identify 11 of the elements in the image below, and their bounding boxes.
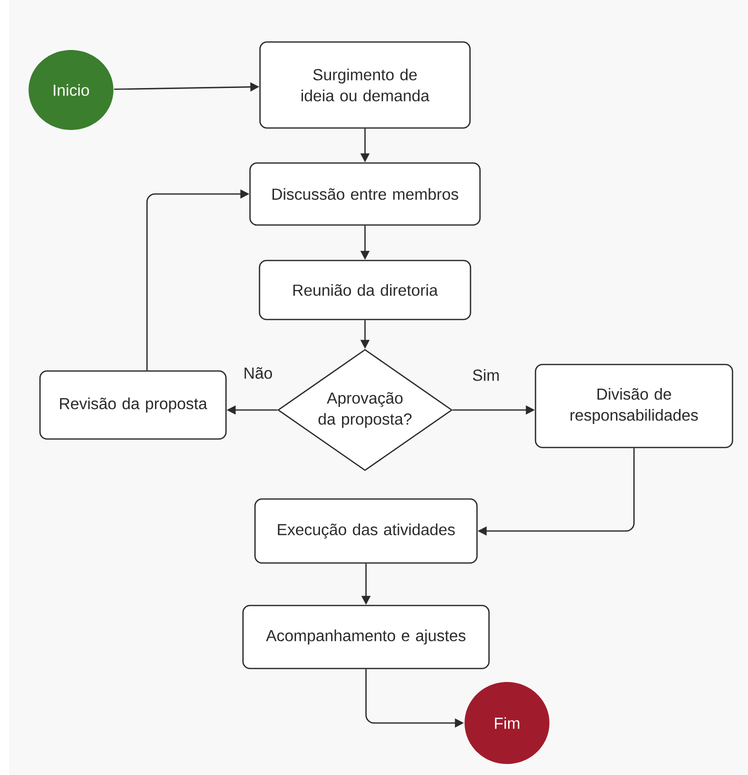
process-box: Reunião da diretoria [258,260,472,320]
process-box: Execução das atividades [254,498,478,564]
process-box: Surgimento de ideia ou demanda [259,41,471,129]
process-box: Discussão entre membros [249,162,481,226]
process-box: Acompanhamento e ajustes [242,604,490,670]
edge-label: Não [242,366,274,380]
process-box: Divisão de responsabilidades [534,364,734,448]
start-oval: Inicio [28,50,114,130]
edge-label: Sim [471,368,501,382]
process-box: Revisão da proposta [39,370,227,440]
end-oval: Fim [464,682,550,764]
